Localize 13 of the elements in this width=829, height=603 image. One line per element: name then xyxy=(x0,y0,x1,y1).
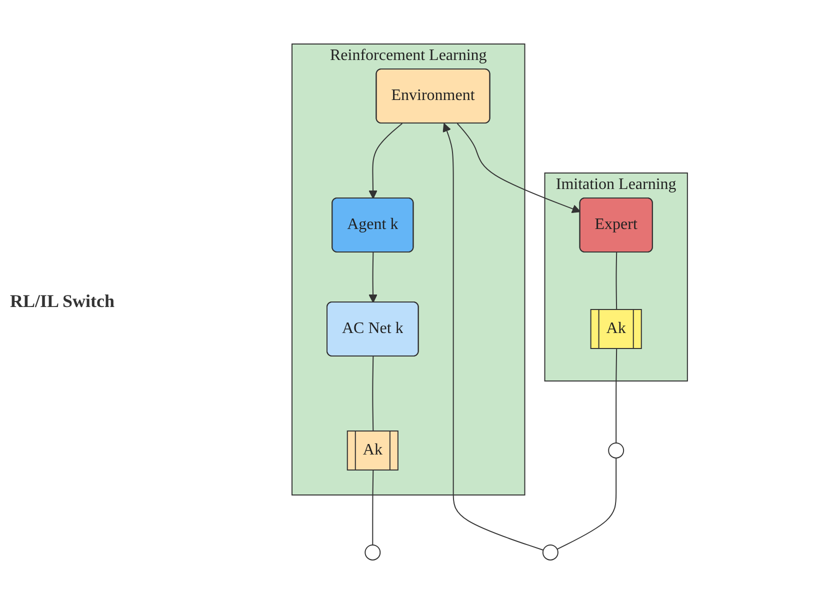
node-circle xyxy=(542,544,558,560)
node-circle xyxy=(608,442,624,458)
connector xyxy=(615,348,617,443)
connector xyxy=(372,469,374,545)
arrow xyxy=(368,122,402,198)
arrow xyxy=(442,122,544,550)
connector xyxy=(372,356,374,432)
connector xyxy=(556,457,616,550)
switch-label: RL/IL Switch xyxy=(10,291,116,312)
arrow xyxy=(456,122,580,212)
node-circle xyxy=(364,544,380,560)
connector xyxy=(616,252,617,310)
arrow xyxy=(368,252,378,302)
